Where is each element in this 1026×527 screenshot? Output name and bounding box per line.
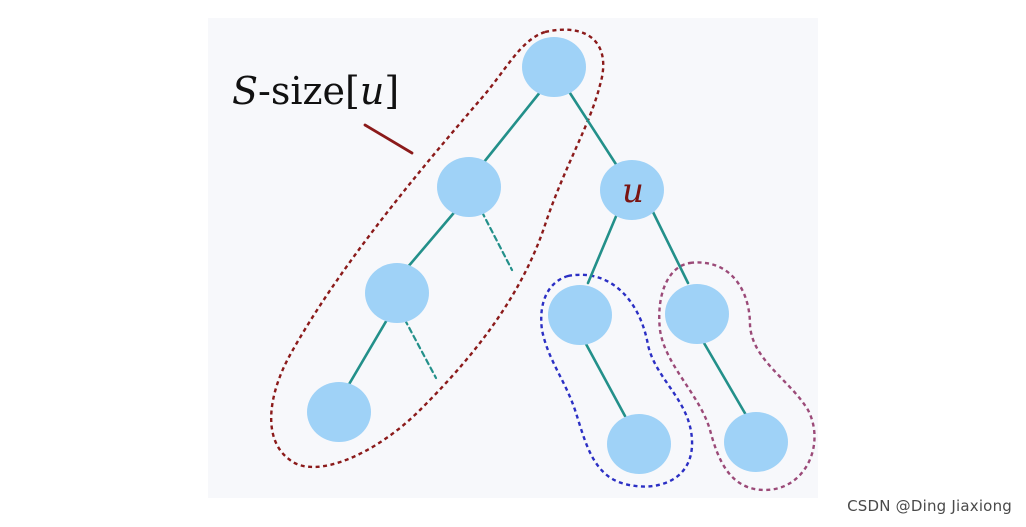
edge-u-right	[650, 208, 690, 285]
s-size-label-close: ]	[384, 69, 399, 113]
right-subtree-outline	[658, 261, 816, 492]
node-u-label: u	[622, 171, 644, 211]
node-u-left-child	[548, 285, 612, 345]
node-root	[522, 37, 586, 97]
watermark: CSDN @Ding Jiaxiong	[847, 497, 1012, 515]
edge-ul-bottom	[584, 342, 627, 418]
node-u-left-grandchild	[607, 414, 671, 474]
edge-dashed-2	[403, 318, 438, 380]
s-size-label: S-size[u]	[232, 69, 399, 113]
edge-root-u	[566, 88, 623, 174]
node-leftleft	[365, 263, 429, 323]
edge-dashed-1	[480, 210, 514, 272]
tree-nodes	[307, 37, 788, 474]
node-u-right-child	[665, 284, 729, 344]
tree-edges	[346, 84, 748, 418]
edge-u-left	[586, 212, 619, 285]
s-size-label-u: u	[360, 69, 384, 113]
s-size-label-s: S	[232, 69, 258, 113]
left-subtree-outline	[540, 273, 694, 488]
node-bottom-left	[307, 382, 371, 442]
edge-ur-bottom	[702, 341, 748, 417]
node-u-right-grandchild	[724, 412, 788, 472]
edge-left-leftleft	[405, 206, 460, 270]
s-size-pointer	[363, 123, 414, 155]
edge-root-left	[474, 84, 547, 174]
node-left	[437, 157, 501, 217]
s-size-label-prefix: -size[	[258, 69, 360, 113]
node-u	[600, 160, 664, 220]
edge-leftleft-bottom	[346, 316, 390, 388]
